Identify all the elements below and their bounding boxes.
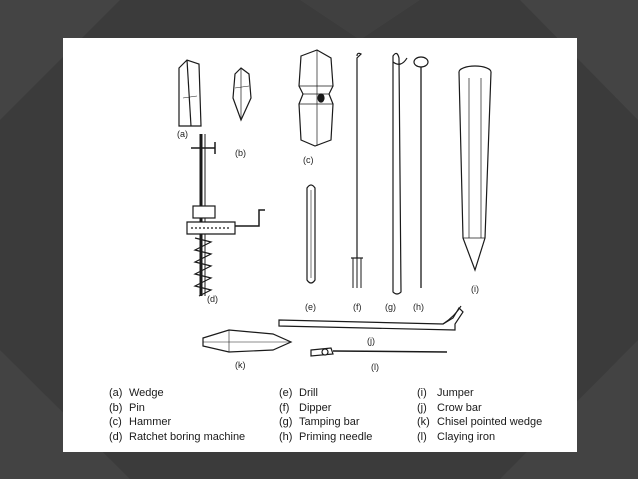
label-b: (b) — [235, 148, 246, 158]
legend-item: (c)Hammer — [109, 416, 172, 428]
legend-item: (f)Dipper — [279, 401, 332, 414]
label-c: (c) — [303, 155, 314, 165]
label-h: (h) — [413, 302, 424, 312]
legend-item: (j)Crow bar — [417, 401, 482, 414]
label-k: (k) — [235, 360, 246, 370]
label-a: (a) — [177, 129, 188, 139]
jumper-illustration — [458, 65, 492, 272]
dipper-illustration — [351, 52, 363, 288]
legend-item: (a)Wedge — [109, 387, 164, 399]
label-d: (d) — [207, 294, 218, 304]
ratchet-boring-machine-illustration — [186, 134, 265, 297]
pin-illustration — [232, 67, 252, 122]
legend-row: (b)Pin (f)Dipper (j)Crow bar — [109, 401, 587, 416]
legend-item: (k)Chisel pointed wedge — [417, 416, 543, 428]
tools-drawing: (a) (b) (c) (d) (e) (f) (g) (h) (i) (j) … — [177, 49, 492, 372]
label-l: (l) — [371, 362, 379, 372]
label-e: (e) — [305, 302, 316, 312]
legend-item: (h)Priming needle — [279, 430, 373, 443]
tamping-bar-illustration — [392, 52, 408, 295]
legend: (a)Wedge (e)Drill (i)Jumper (b)Pin (f)Di… — [109, 386, 587, 444]
legend-row: (a)Wedge (e)Drill (i)Jumper — [109, 386, 587, 401]
legend-item: (i)Jumper — [417, 387, 474, 399]
priming-needle-illustration — [413, 56, 429, 288]
drill-illustration — [306, 184, 316, 284]
legend-item: (b)Pin — [109, 401, 145, 414]
figure-panel: (a) (b) (c) (d) (e) (f) (g) (h) (i) (j) … — [63, 38, 577, 452]
legend-item: (g)Tamping bar — [279, 416, 360, 428]
label-g: (g) — [385, 302, 396, 312]
label-i: (i) — [471, 284, 479, 294]
wedge-illustration — [178, 59, 202, 127]
label-j: (j) — [367, 336, 375, 346]
legend-item: (l)Claying iron — [417, 430, 496, 443]
legend-row: (c)Hammer (g)Tamping bar (k)Chisel point… — [109, 415, 587, 430]
label-f: (f) — [353, 302, 362, 312]
chisel-pointed-wedge-illustration — [202, 329, 293, 353]
legend-row: (d)Ratchet boring machine (h)Priming nee… — [109, 430, 587, 445]
legend-item: (e)Drill — [279, 387, 318, 399]
hammer-illustration — [298, 49, 334, 147]
legend-item: (d)Ratchet boring machine — [109, 430, 246, 443]
claying-iron-illustration — [310, 347, 448, 357]
crow-bar-illustration — [278, 305, 464, 331]
